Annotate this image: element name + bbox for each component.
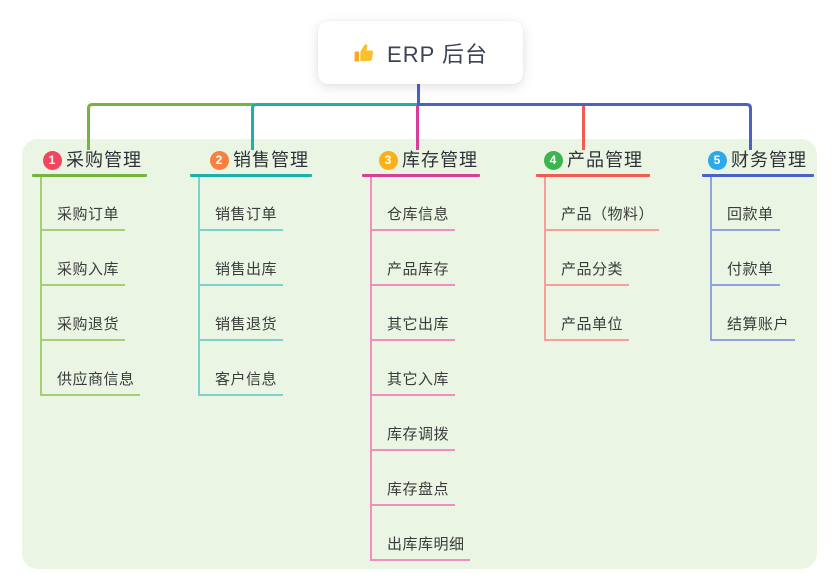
child-underline — [40, 339, 125, 341]
branch-number-badge: 2 — [209, 150, 229, 170]
child-node[interactable]: 供应商信息 — [57, 371, 135, 388]
child-underline — [370, 504, 455, 506]
child-underline — [40, 394, 140, 396]
root-node[interactable]: ERP 后台 — [318, 21, 523, 84]
child-underline — [370, 449, 455, 451]
branches-panel-background — [22, 139, 817, 569]
child-underline — [544, 284, 629, 286]
child-node[interactable]: 付款单 — [727, 261, 774, 278]
branch-underline — [32, 174, 147, 177]
branch-number-badge: 3 — [378, 150, 398, 170]
child-node[interactable]: 销售订单 — [215, 206, 278, 223]
child-underline — [370, 229, 455, 231]
branch-underline — [536, 174, 650, 177]
branch-underline — [362, 174, 480, 177]
child-underline — [544, 339, 629, 341]
child-connector-line — [198, 177, 200, 396]
branch-title-purchase[interactable]: 采购管理 — [66, 150, 142, 170]
branch-title-product[interactable]: 产品管理 — [567, 150, 643, 170]
branch-title-finance[interactable]: 财务管理 — [731, 150, 807, 170]
child-node[interactable]: 库存调拨 — [387, 426, 450, 443]
child-node[interactable]: 仓库信息 — [387, 206, 450, 223]
child-underline — [198, 394, 283, 396]
child-underline — [370, 339, 455, 341]
child-node[interactable]: 产品单位 — [561, 316, 624, 333]
child-node[interactable]: 采购退货 — [57, 316, 120, 333]
child-node[interactable]: 库存盘点 — [387, 481, 450, 498]
child-node[interactable]: 采购入库 — [57, 261, 120, 278]
child-node[interactable]: 回款单 — [727, 206, 774, 223]
child-underline — [710, 339, 795, 341]
branch-number-badge: 5 — [707, 150, 727, 170]
child-underline — [370, 394, 455, 396]
branch-number-badge: 4 — [543, 150, 563, 170]
thumbs-up-icon — [353, 41, 377, 65]
child-node[interactable]: 客户信息 — [215, 371, 278, 388]
child-underline — [198, 284, 283, 286]
child-underline — [198, 339, 283, 341]
branch-number-badge: 1 — [42, 150, 62, 170]
child-underline — [710, 284, 780, 286]
child-underline — [370, 559, 470, 561]
child-connector-line — [710, 177, 712, 341]
child-node[interactable]: 其它出库 — [387, 316, 450, 333]
root-title: ERP 后台 — [387, 41, 488, 67]
child-node[interactable]: 产品（物料） — [561, 206, 655, 223]
child-underline — [370, 284, 455, 286]
branch-underline — [702, 174, 814, 177]
child-node[interactable]: 产品库存 — [387, 261, 450, 278]
child-node[interactable]: 产品分类 — [561, 261, 624, 278]
branch-title-inventory[interactable]: 库存管理 — [402, 150, 478, 170]
child-node[interactable]: 销售退货 — [215, 316, 278, 333]
child-connector-line — [40, 177, 42, 396]
child-underline — [710, 229, 780, 231]
child-node[interactable]: 销售出库 — [215, 261, 278, 278]
child-underline — [544, 229, 659, 231]
branch-underline — [190, 174, 312, 177]
branch-title-sales[interactable]: 销售管理 — [233, 150, 309, 170]
child-underline — [40, 229, 125, 231]
child-node[interactable]: 结算账户 — [727, 316, 790, 333]
child-node[interactable]: 采购订单 — [57, 206, 120, 223]
child-connector-line — [544, 177, 546, 341]
child-node[interactable]: 出库库明细 — [387, 536, 465, 553]
child-connector-line — [370, 177, 372, 561]
child-node[interactable]: 其它入库 — [387, 371, 450, 388]
child-underline — [40, 284, 125, 286]
child-underline — [198, 229, 283, 231]
